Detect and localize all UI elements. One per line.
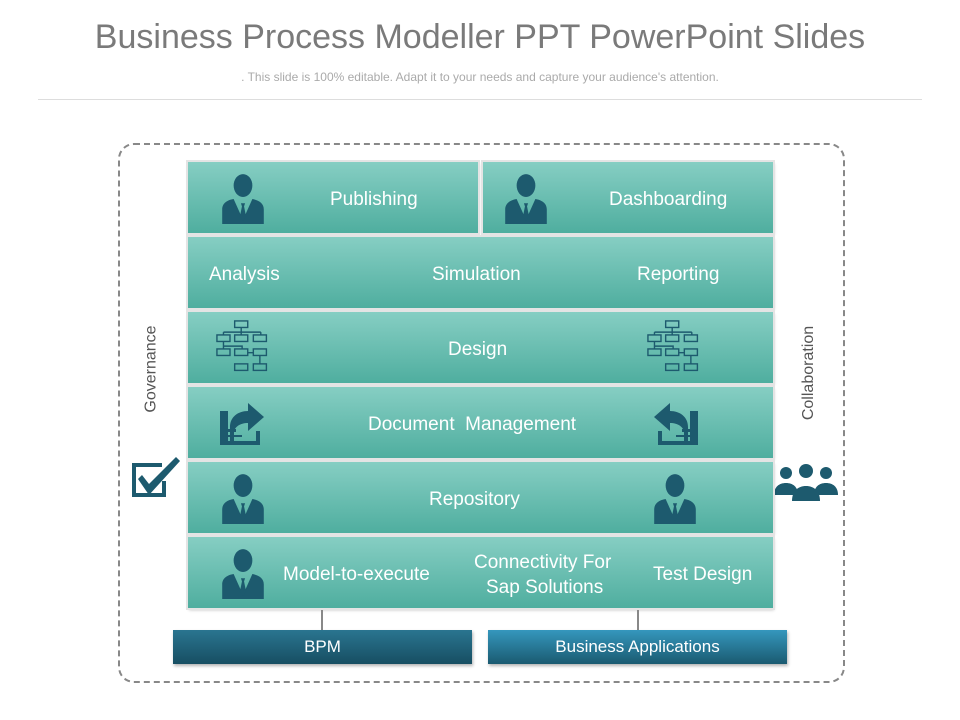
diagram-frame [118,143,845,683]
analysis-label: Analysis [209,264,280,285]
team-icon [774,464,838,501]
person-icon [222,172,264,224]
dashboarding-block: Dashboarding [483,162,773,233]
document-management-row: Document Management [188,387,773,458]
design-row: Design [188,312,773,383]
document-management-label: Document Management [368,414,577,435]
analysis-row: Analysis Simulation Reporting [188,237,773,308]
divider [38,99,922,100]
publishing-label: Publishing [330,189,418,210]
person-icon [222,547,264,599]
page-title: Business Process Modeller PPT PowerPoint… [94,18,866,56]
connectivity-label-line2: Sap Solutions [486,577,604,598]
governance-label: Governance [142,325,160,413]
reporting-label: Reporting [637,264,720,285]
business-applications-box: Business Applications [488,630,787,664]
connectivity-label-line1: Connectivity For [474,552,612,573]
repository-label: Repository [429,489,520,510]
design-label: Design [448,339,508,360]
dashboarding-label: Dashboarding [609,189,728,210]
document-share-icon [650,399,700,449]
simulation-label: Simulation [432,264,521,285]
org-chart-icon [216,320,272,376]
bpm-connector-arrow [321,610,323,630]
collaboration-label: Collaboration [800,325,818,421]
person-icon [505,172,547,224]
document-share-icon [218,399,268,449]
bpm-box: BPM [173,630,472,664]
org-chart-icon [647,320,703,376]
publishing-block: Publishing [188,162,478,233]
execution-row: Model-to-execute Connectivity For Sap So… [188,537,773,608]
person-icon [222,472,264,524]
apps-connector-arrow [637,610,639,630]
subtitle: . This slide is 100% editable. Adapt it … [241,70,719,84]
model-to-execute-label: Model-to-execute [283,564,430,585]
repository-row: Repository [188,462,773,533]
checkbox-icon [132,457,180,497]
test-design-label: Test Design [653,564,753,585]
person-icon [654,472,696,524]
